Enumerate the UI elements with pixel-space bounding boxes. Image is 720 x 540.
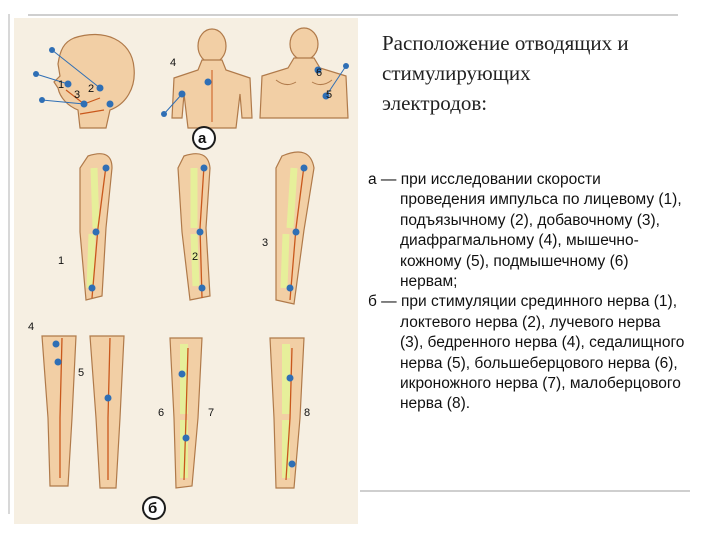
panel-a-label: а — [198, 130, 207, 147]
head-label-1: 1 — [58, 79, 64, 91]
arm-label-3: 3 — [262, 237, 268, 249]
leg-8: 8 — [269, 337, 310, 489]
arm-label-1: 1 — [58, 255, 64, 267]
head-label-2: 2 — [88, 83, 94, 95]
illustration-svg: 1 2 3 4 6 5 а 1 — [28, 27, 349, 520]
left-rule — [8, 14, 10, 514]
head-label-3: 3 — [74, 89, 80, 101]
torso-label-5: 5 — [326, 89, 332, 101]
leg-4: 4 — [28, 321, 77, 487]
leg-label-6: 6 — [158, 407, 164, 419]
panel-a-badge: а — [192, 126, 216, 150]
caption-item-b: б — при стимуляции срединного нерва (1),… — [368, 293, 685, 413]
leg-label-7: 7 — [208, 407, 214, 419]
slide-title: Расположение отводящих и стимулирующих э… — [382, 31, 629, 115]
leg-label-4: 4 — [28, 321, 34, 333]
torso-label-4: 4 — [170, 57, 176, 69]
panel-b-badge: б — [142, 496, 166, 520]
figure-caption: а — при исследовании скорости проведения… — [368, 170, 686, 415]
arm-2: 2 — [177, 153, 211, 301]
head-profile: 1 2 3 — [33, 33, 135, 129]
arm-3: 3 — [262, 151, 315, 305]
caption-item-a: а — при исследовании скорости проведения… — [368, 171, 682, 291]
panel-b-label: б — [148, 500, 157, 517]
leg-label-5: 5 — [78, 367, 84, 379]
torso-label-6: 6 — [316, 67, 322, 79]
bottom-rule — [360, 490, 690, 492]
leg-label-8: 8 — [304, 407, 310, 419]
arm-1: 1 — [58, 153, 113, 301]
leg-6: 6 7 — [158, 337, 214, 489]
leg-5: 5 — [78, 335, 125, 489]
arm-label-2: 2 — [192, 251, 198, 263]
electrode-placement-figure: 1 2 3 4 6 5 а 1 — [14, 18, 358, 524]
top-rule — [28, 14, 678, 16]
torso-front: 4 — [161, 28, 253, 129]
electrode-marker — [106, 100, 114, 108]
torso-back: 6 5 — [259, 27, 349, 119]
